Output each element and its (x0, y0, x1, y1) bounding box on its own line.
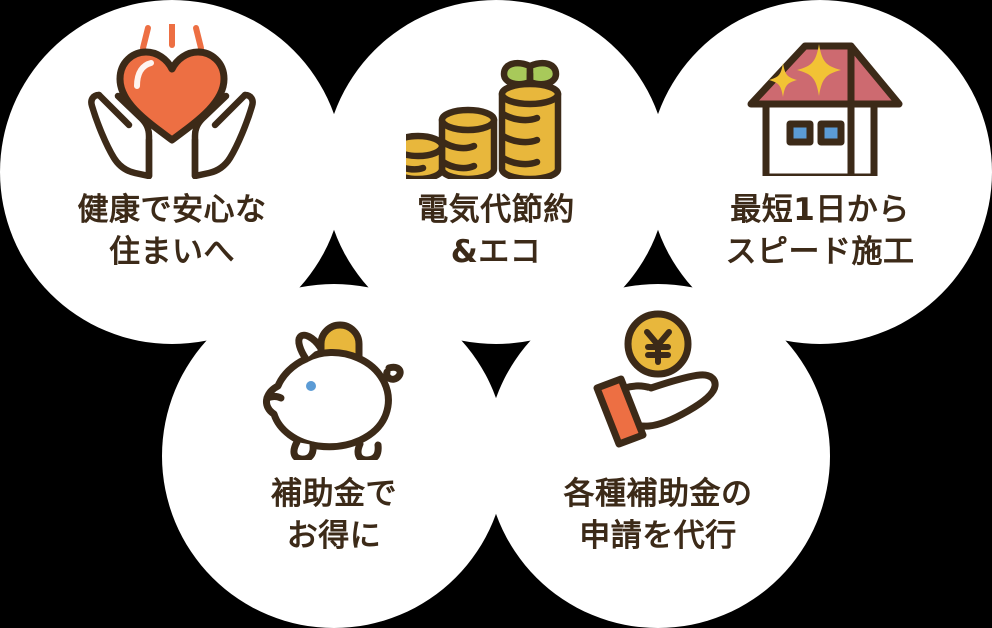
bubble-caption-application: 各種補助金の 申請を代行 (563, 476, 753, 554)
bubble-application[interactable]: 各種補助金の 申請を代行 (486, 284, 830, 628)
bubble-caption-health: 健康で安心な 住まいへ (77, 192, 267, 270)
bubble-speed[interactable]: 最短1日から スピード施工 (648, 0, 992, 344)
sparkling-house-icon (648, 0, 992, 190)
coin-stacks-sprout-icon (324, 0, 668, 190)
bubble-health[interactable]: 健康で安心な 住まいへ (0, 0, 344, 344)
hands-holding-heart-icon (0, 0, 344, 190)
bubble-caption-electricity: 電気代節約 &エコ (417, 192, 575, 270)
piggy-bank-coin-icon (162, 284, 506, 474)
hand-yen-coin-icon (486, 284, 830, 474)
bubble-electricity[interactable]: 電気代節約 &エコ (324, 0, 668, 344)
bubble-subsidy[interactable]: 補助金で お得に (162, 284, 506, 628)
bubble-caption-speed: 最短1日から スピード施工 (725, 192, 915, 270)
bubble-caption-subsidy: 補助金で お得に (271, 476, 397, 554)
